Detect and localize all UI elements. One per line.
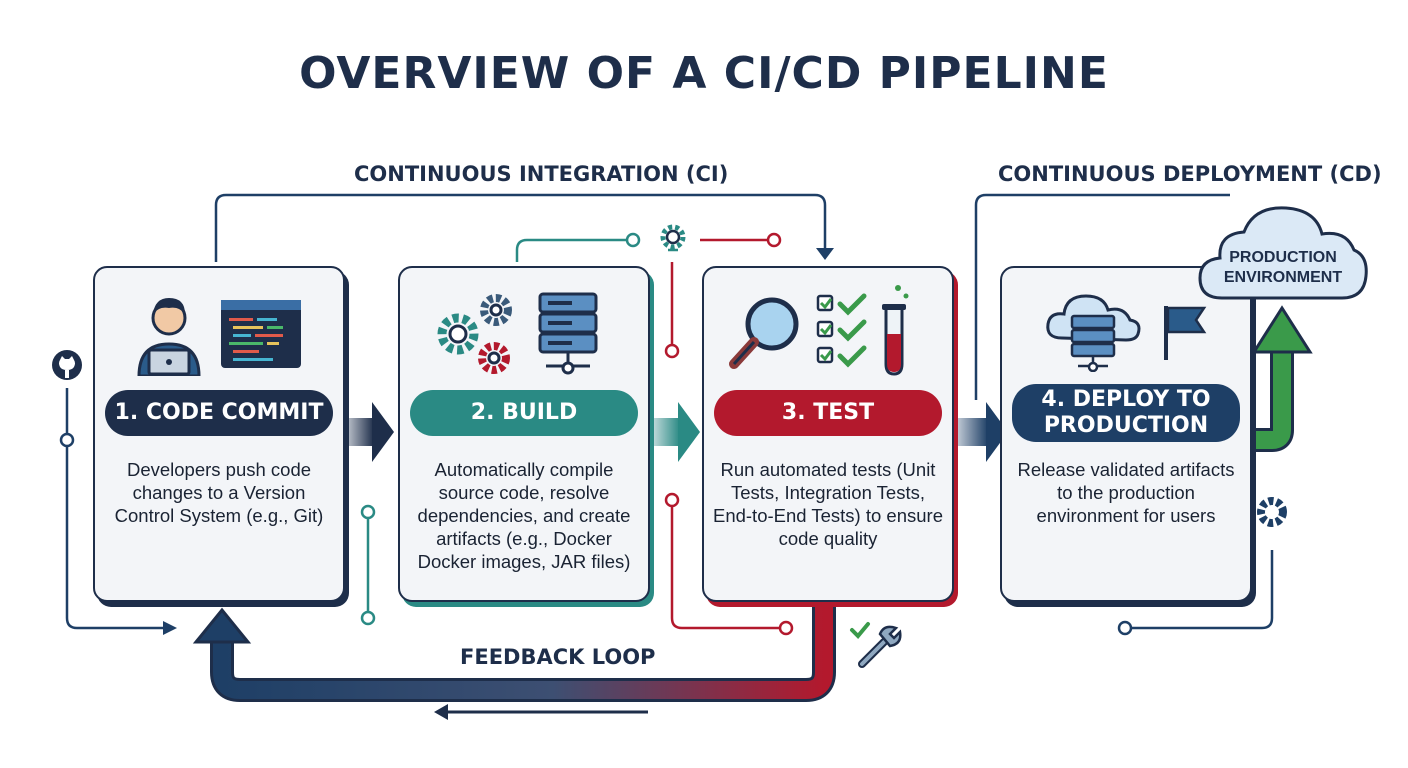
github-wire	[65, 388, 165, 630]
stage-description: Developers push code changes to a Versio…	[114, 459, 324, 526]
flag-icon	[1164, 306, 1207, 360]
teal-wire-top	[515, 238, 627, 262]
stage-card-test: 3. TEST Run automated tests (Unit Tests,…	[702, 266, 954, 602]
stage-description: Automatically compile source code, resol…	[417, 459, 631, 572]
stage-description: Release validated artifacts to the produ…	[1017, 459, 1235, 526]
stage-card-deploy: 4. DEPLOY TO PRODUCTION Release validate…	[1000, 266, 1252, 602]
github-icon	[52, 350, 82, 380]
checklist-icon	[816, 293, 867, 368]
server-icon	[538, 292, 598, 375]
code-editor-icon	[221, 300, 301, 368]
stage-description: Run automated tests (Unit Tests, Integra…	[712, 459, 943, 549]
settings-gear-icon	[660, 224, 686, 252]
stage-label: 3. TEST	[714, 390, 942, 436]
feedback-loop-label: FEEDBACK LOOP	[460, 645, 656, 669]
stage-card-build: 2. BUILD Automatically compile source co…	[398, 266, 650, 602]
ci-bracket-line	[214, 193, 827, 262]
gears-icon	[437, 294, 512, 374]
stage-label: 2. BUILD	[410, 390, 638, 436]
ci-section-label: CONTINUOUS INTEGRATION (CI)	[354, 162, 729, 186]
gear-icon	[1257, 497, 1287, 527]
test-tube-icon	[882, 285, 909, 376]
stage-label: 1. CODE COMMIT	[105, 390, 333, 436]
feedback-loop-arrow	[192, 600, 836, 702]
cloud-server-icon	[1046, 294, 1141, 372]
page-title: OVERVIEW OF A CI/CD PIPELINE	[299, 48, 1109, 99]
arrow-test-to-deploy	[948, 402, 1008, 462]
magnifier-icon	[729, 297, 799, 369]
developer-icon	[137, 298, 201, 376]
cd-bracket-line	[974, 193, 1230, 400]
wrench-check-icon	[850, 622, 902, 668]
production-cloud-icon	[1198, 206, 1368, 300]
production-environment-label: PRODUCTION ENVIRONMENT	[1223, 249, 1343, 286]
ci-bracket-arrowhead	[816, 248, 834, 260]
arrow-deploy-to-production	[1244, 305, 1313, 452]
stage-label: 4. DEPLOY TO PRODUCTION	[1012, 384, 1240, 442]
stage-card-code-commit: 1. CODE COMMIT Developers push code chan…	[93, 266, 345, 602]
arrow-commit-to-build	[338, 402, 394, 462]
arrow-build-to-test	[644, 402, 700, 462]
cd-section-label: CONTINUOUS DEPLOYMENT (CD)	[998, 162, 1382, 186]
